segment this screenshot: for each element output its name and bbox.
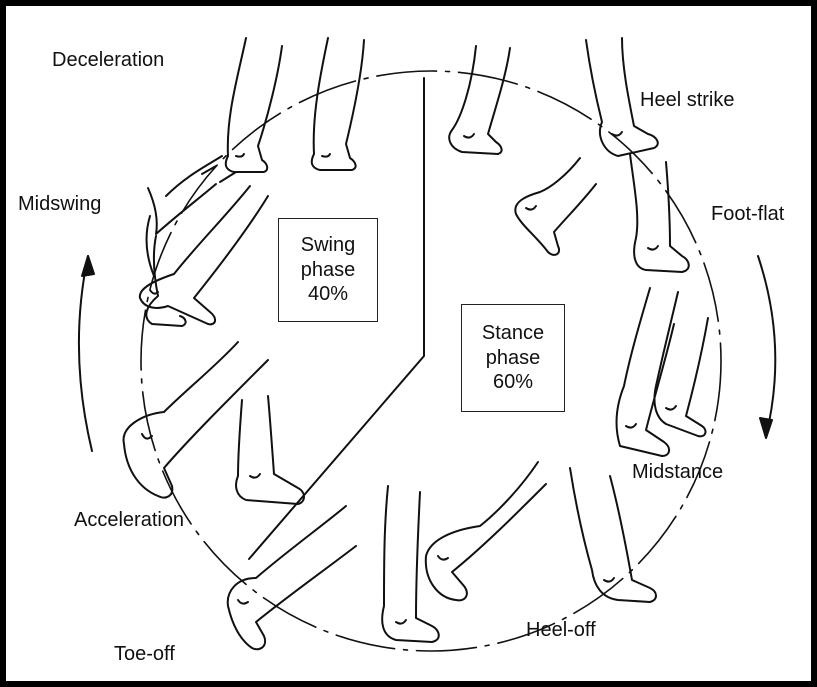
swing-phase-box: Swing phase 40% — [278, 218, 378, 322]
leg-deceleration-rear — [226, 38, 282, 172]
stance-phase-line1: Stance — [482, 321, 544, 345]
swing-phase-line2: phase — [301, 258, 356, 282]
label-foot-flat: Foot-flat — [711, 204, 784, 224]
left-arc-arrow — [79, 256, 92, 451]
label-midstance: Midstance — [632, 462, 723, 482]
leg-deceleration-front — [312, 38, 364, 170]
leg-midswing-upper — [148, 156, 236, 234]
leg-toe-off-rear — [382, 486, 439, 642]
stance-phase-line2: phase — [486, 346, 541, 370]
swing-phase-percent: 40% — [308, 282, 348, 306]
label-heel-off: Heel-off — [526, 620, 596, 640]
leg-midstance-front — [654, 292, 708, 436]
leg-heel-off — [570, 468, 656, 602]
leg-toe-off-front — [228, 506, 356, 649]
stance-phase-percent: 60% — [493, 370, 533, 394]
leg-heel-strike-rear — [449, 46, 510, 154]
leg-acceleration-front — [124, 342, 268, 498]
label-acceleration: Acceleration — [74, 510, 184, 530]
gait-cycle-diagram: Swing phase 40% Stance phase 60% Deceler… — [6, 6, 811, 681]
right-arrowhead — [760, 418, 772, 438]
leg-midstance-rear — [617, 288, 674, 456]
right-arc-arrow — [758, 256, 775, 436]
label-midswing: Midswing — [18, 194, 101, 214]
leg-midswing — [140, 186, 268, 324]
stance-phase-box: Stance phase 60% — [461, 304, 565, 412]
label-heel-strike: Heel strike — [640, 90, 734, 110]
leg-acceleration-rear — [236, 396, 304, 504]
label-deceleration: Deceleration — [52, 50, 164, 70]
leg-heel-off-mid — [426, 462, 546, 600]
leg-foot-flat-mid — [515, 158, 596, 255]
left-arrowhead — [82, 256, 94, 276]
swing-phase-line1: Swing — [301, 233, 355, 257]
label-toe-off: Toe-off — [114, 644, 175, 664]
